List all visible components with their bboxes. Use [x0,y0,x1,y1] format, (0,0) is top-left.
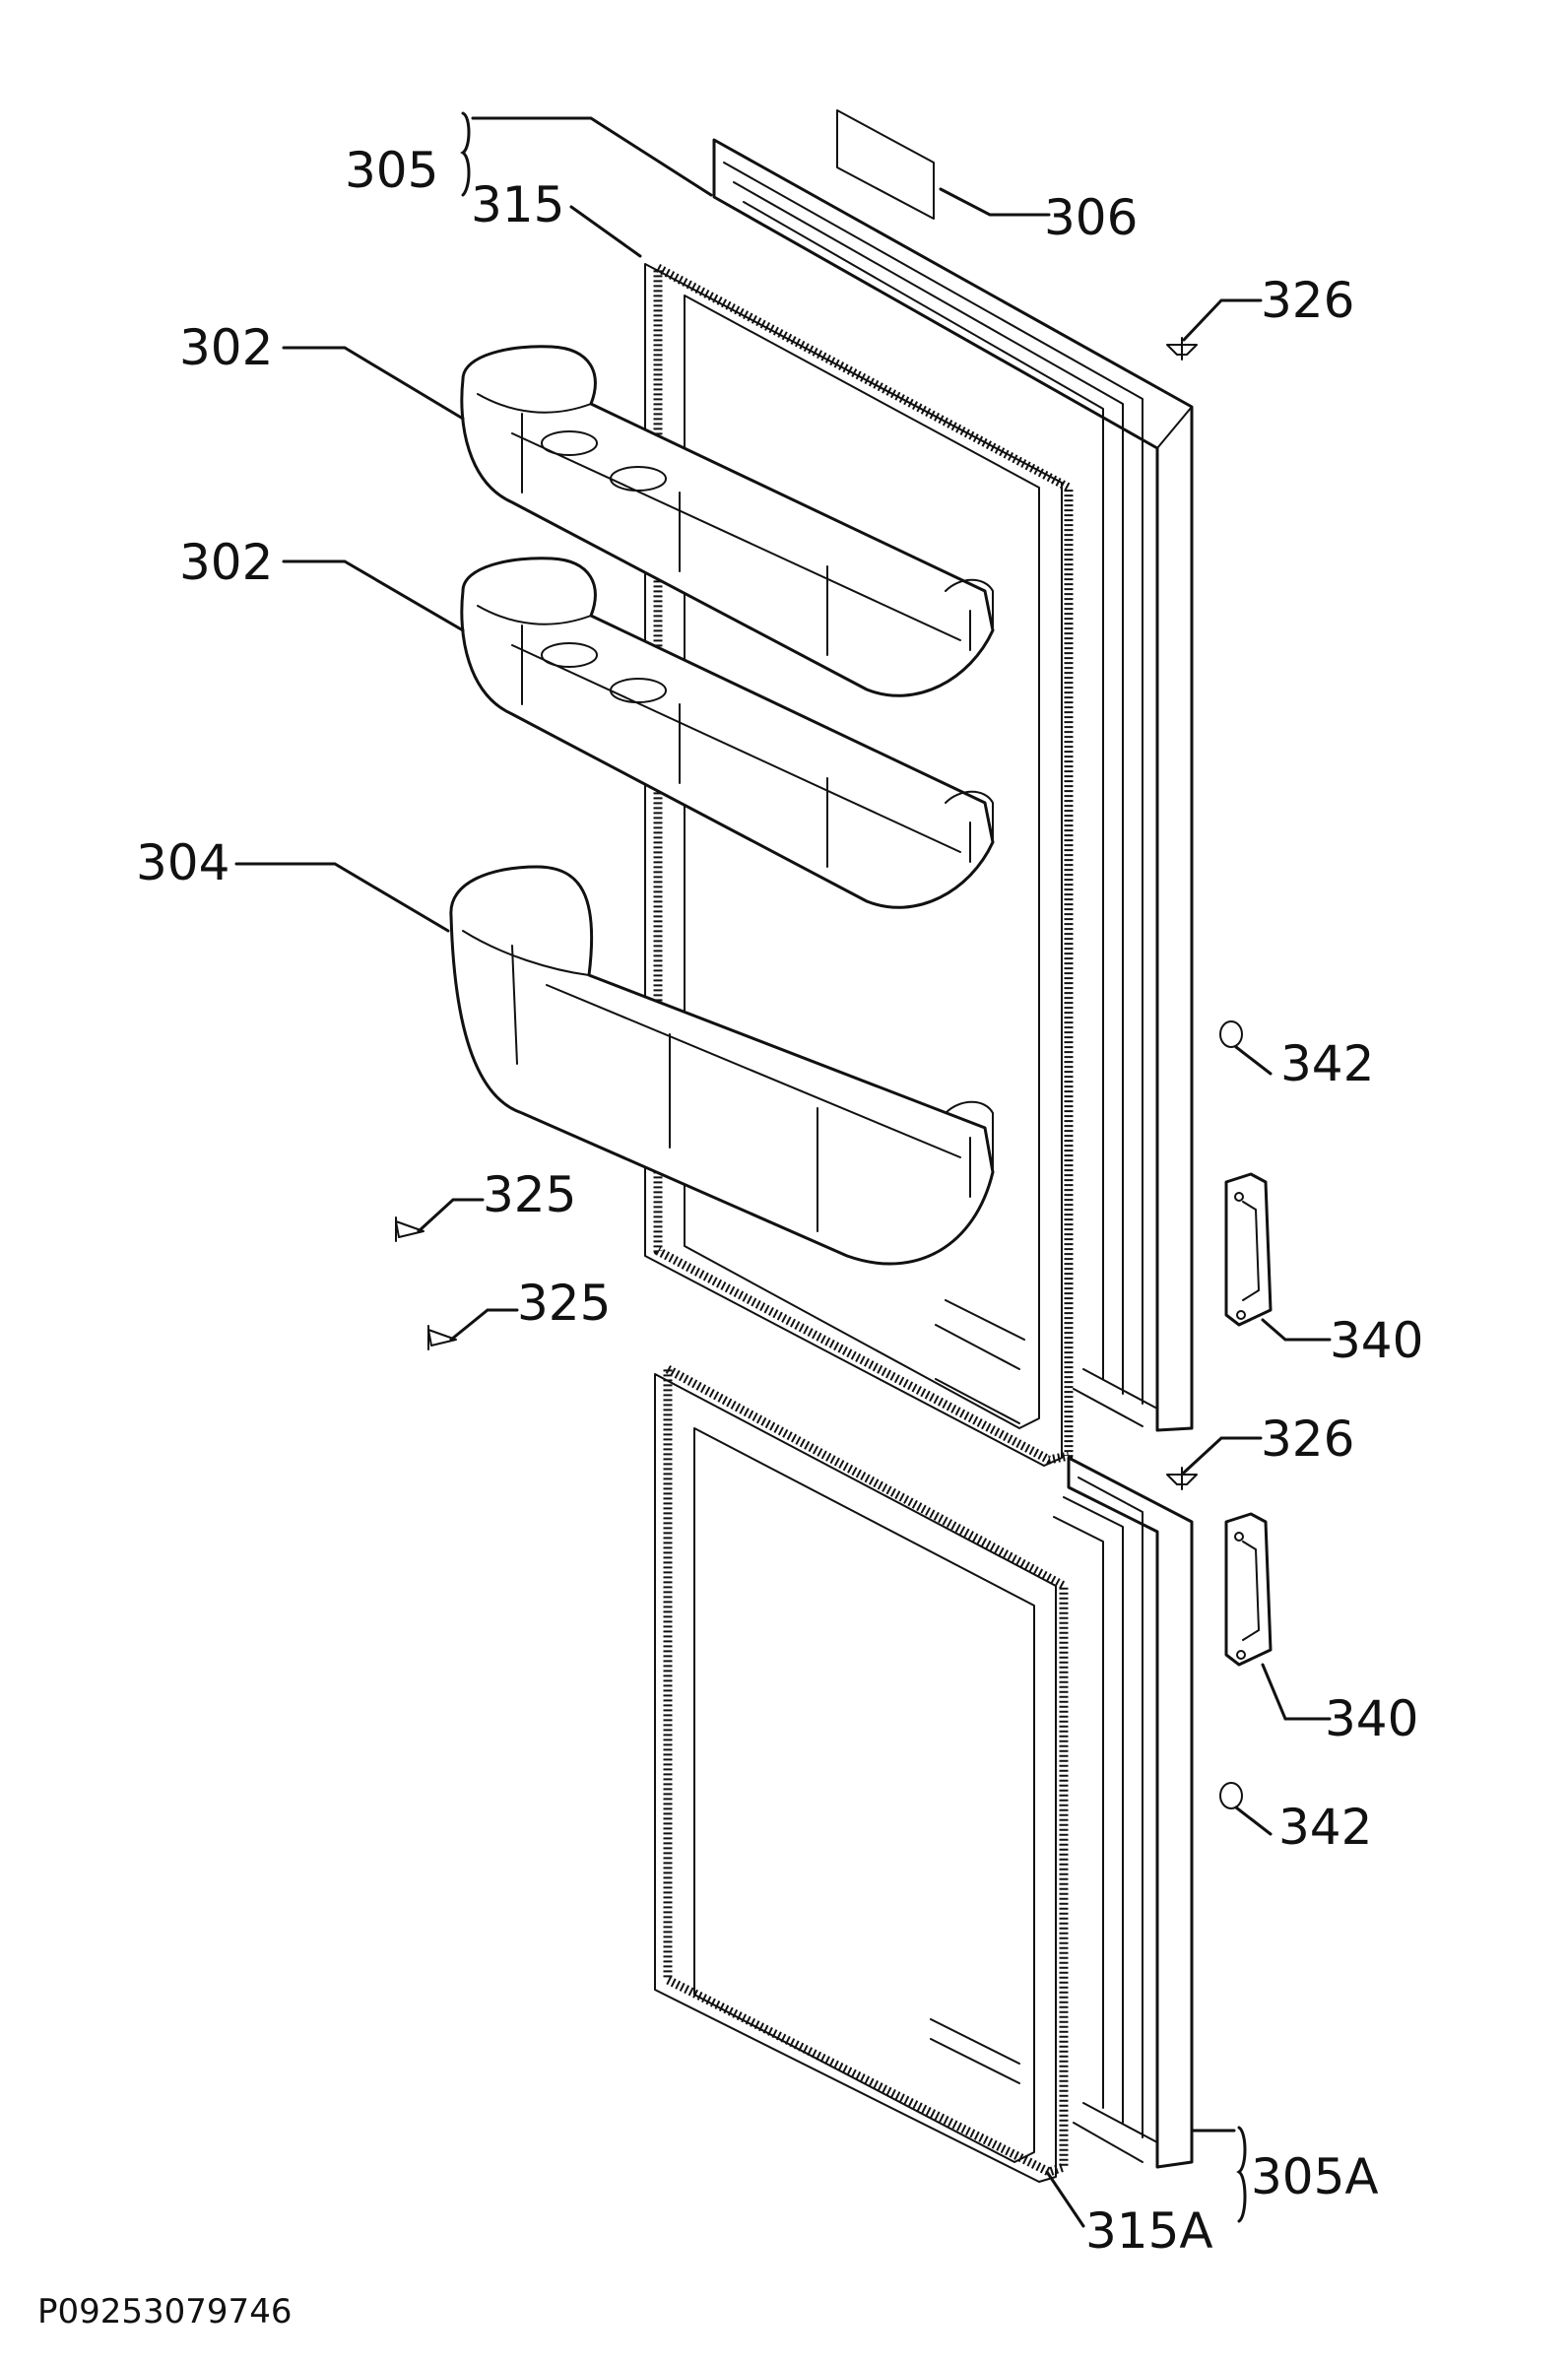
label-302-upper: 302 [179,319,273,376]
door-shelf-302-lower [460,557,995,909]
label-315A: 315A [1085,2202,1213,2260]
label-315: 315 [471,176,564,233]
handle-340-upper [1224,1172,1273,1327]
label-326-top: 326 [1261,272,1354,329]
label-326-mid: 326 [1261,1411,1354,1468]
label-342-lower: 342 [1278,1799,1372,1856]
label-306: 306 [1044,189,1138,246]
drawing-code: P09253079746 [37,2292,292,2331]
label-325-upper: 325 [483,1166,576,1223]
leader-lines [234,111,1332,2228]
caps-342 [1219,1020,1243,1809]
hinge-pins-326 [1166,337,1198,1490]
label-304: 304 [136,834,229,891]
part-labels: 305 315 306 326 302 302 304 342 325 325 … [37,142,1423,2331]
screws-325 [395,1216,457,1350]
door-shelf-302-upper [460,345,995,697]
label-302-lower: 302 [179,534,273,591]
label-342-upper: 342 [1280,1035,1374,1092]
door-shelf-304 [449,865,995,1266]
handle-340-lower [1224,1512,1273,1667]
lower-door-305A [1053,1456,1194,2169]
label-340-upper: 340 [1330,1312,1423,1369]
label-305: 305 [345,142,438,199]
label-plate-306 [836,109,935,220]
label-340-lower: 340 [1325,1690,1418,1747]
label-305A: 305A [1251,2148,1379,2205]
label-325-lower: 325 [517,1275,611,1332]
lower-gasket-315A [654,1364,1069,2183]
upper-door-305 [712,138,1194,1432]
